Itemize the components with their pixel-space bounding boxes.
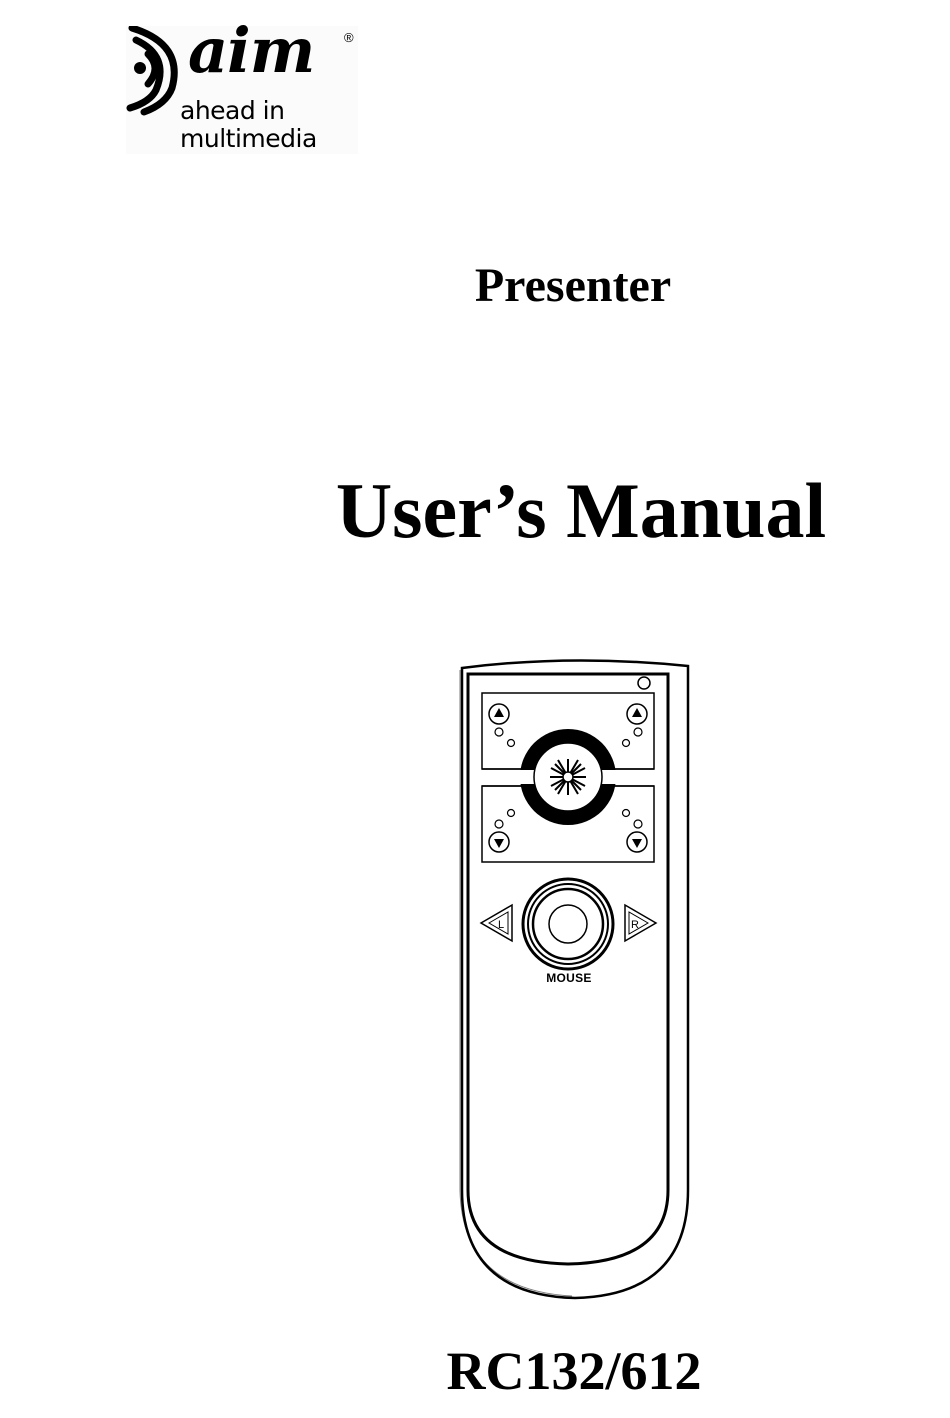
presenter-remote-illustration: L R MOUSE	[450, 650, 700, 1315]
tagline-line-2: multimedia	[180, 124, 317, 153]
registered-mark: ®	[344, 30, 354, 45]
mouse-joystick-button	[521, 877, 615, 971]
page-up-right-button	[626, 703, 648, 725]
tagline-line-1: ahead in	[180, 96, 285, 125]
document-subtitle: Presenter	[474, 259, 672, 312]
page-up-left-button	[488, 703, 510, 725]
brand-logo: aim ® ahead in multimedia	[126, 20, 358, 154]
mouse-label: MOUSE	[546, 971, 592, 985]
left-click-button: L	[479, 903, 513, 943]
document-title: User’s Manual	[335, 467, 827, 554]
page-down-left-button	[488, 831, 510, 853]
page-down-right-button	[626, 831, 648, 853]
svg-text:L: L	[498, 919, 504, 931]
wireless-signal-icon	[126, 26, 178, 116]
led-indicator-icon	[637, 676, 651, 690]
brand-name: aim	[188, 14, 315, 87]
right-click-button: R	[624, 903, 658, 943]
model-number: RC132/612	[446, 1341, 702, 1401]
svg-text:R: R	[631, 919, 639, 931]
